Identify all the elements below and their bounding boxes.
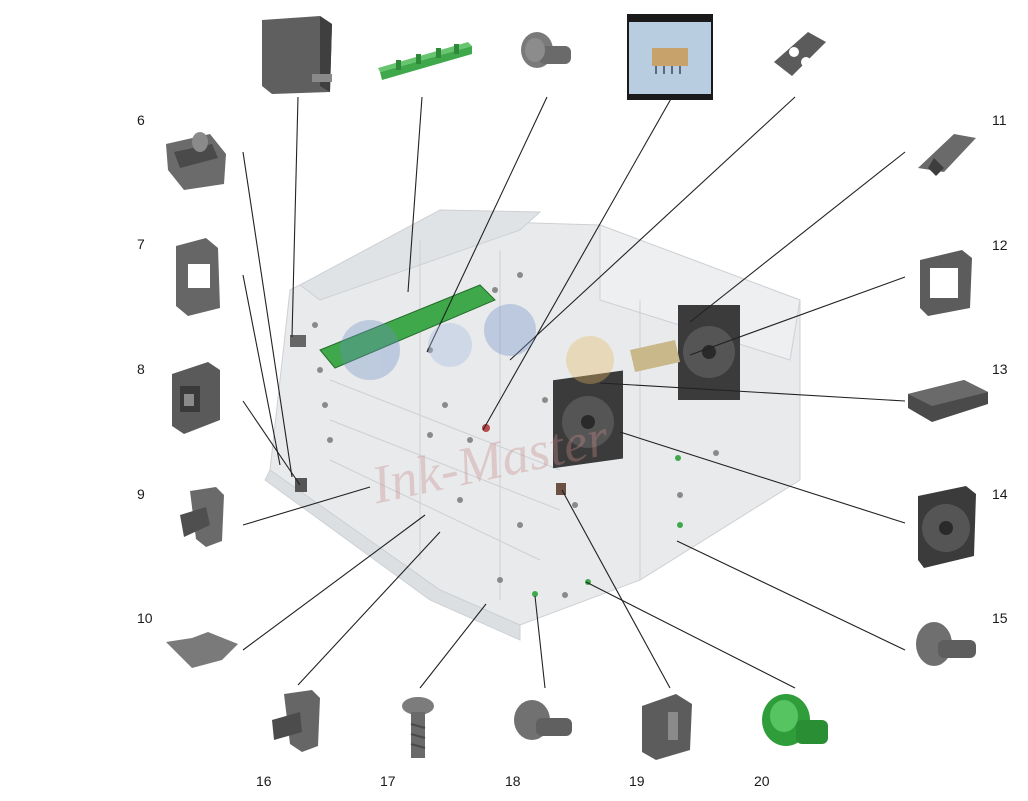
part-plate-10 — [166, 632, 238, 668]
part-clip-16 — [272, 690, 320, 752]
part-green-knob-20 — [762, 694, 828, 746]
callout-19: 19 — [629, 773, 645, 789]
callout-8: 8 — [137, 361, 145, 377]
part-bracket-11 — [918, 134, 976, 176]
installed-board — [630, 340, 680, 372]
part-chip-photo — [627, 14, 713, 100]
callout-18: 18 — [505, 773, 521, 789]
callout-20: 20 — [754, 773, 770, 789]
part-clip-6 — [166, 132, 226, 190]
installed-fan-rear — [678, 305, 740, 400]
part-green-rail — [378, 42, 472, 80]
callout-12: 12 — [992, 237, 1008, 253]
callout-11: 11 — [992, 112, 1007, 128]
installed-fan-front — [553, 370, 623, 469]
part-clip-7 — [176, 238, 220, 316]
part-bracket-8 — [172, 362, 220, 434]
callout-6: 6 — [137, 112, 145, 128]
part-screw-15 — [916, 622, 976, 666]
callout-14: 14 — [992, 486, 1008, 502]
callout-15: 15 — [992, 610, 1008, 626]
callout-10: 10 — [137, 610, 153, 626]
green-guide-assembly — [319, 284, 496, 369]
callout-16: 16 — [256, 773, 272, 789]
part-frame-12 — [920, 250, 972, 316]
part-holder-19 — [642, 694, 692, 760]
part-screw-top — [521, 32, 571, 68]
part-clip-9 — [180, 487, 224, 547]
callout-9: 9 — [137, 486, 145, 502]
part-screw-17 — [402, 697, 434, 758]
part-pad-13 — [908, 380, 988, 422]
part-screw-18 — [514, 700, 572, 740]
part-fan-14 — [918, 486, 976, 568]
callout-13: 13 — [992, 361, 1008, 377]
part-bracket-plate — [774, 32, 826, 76]
callout-17: 17 — [380, 773, 396, 789]
watermark-logo — [340, 304, 614, 384]
leader-lines — [242, 96, 906, 689]
callout-7: 7 — [137, 236, 145, 252]
part-foam-block — [262, 16, 332, 94]
